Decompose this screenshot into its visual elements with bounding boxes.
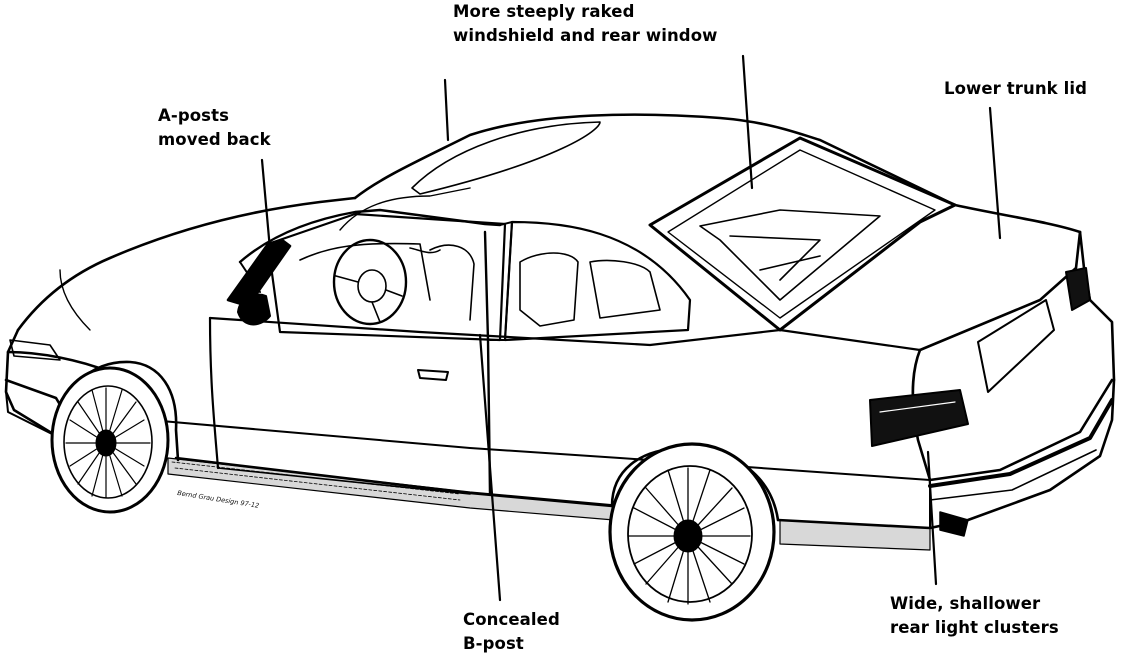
label-b-post-line-2: B-post xyxy=(463,634,524,653)
label-raked-line-1: More steeply raked xyxy=(453,2,635,21)
label-b-post-line-1: Concealed xyxy=(463,610,560,629)
label-raked-windshield: More steeply raked windshield and rear w… xyxy=(453,0,718,48)
label-a-posts-line-2: moved back xyxy=(158,130,271,149)
label-trunk-line-1: Lower trunk lid xyxy=(944,79,1088,98)
rear-wheel xyxy=(608,442,776,622)
leader-lines xyxy=(260,54,1002,602)
leader-rear-window xyxy=(741,54,754,190)
front-wheel xyxy=(50,366,170,514)
label-trunk-lid: Lower trunk lid xyxy=(944,77,1087,101)
label-lights-line-1: Wide, shallower xyxy=(890,594,1041,613)
leader-lights xyxy=(926,450,938,586)
label-rear-lights: Wide, shallower rear light clusters xyxy=(890,592,1059,640)
leader-windshield xyxy=(443,78,450,142)
label-lights-line-2: rear light clusters xyxy=(890,618,1059,637)
label-a-posts-line-1: A-posts xyxy=(158,106,229,125)
leader-trunk xyxy=(988,106,1002,240)
label-a-posts: A-posts moved back xyxy=(158,104,271,152)
leader-a-posts xyxy=(260,158,274,274)
car-interior xyxy=(299,209,881,327)
leader-b-post xyxy=(478,333,502,602)
label-raked-line-2: windshield and rear window xyxy=(453,26,718,45)
label-b-post: Concealed B-post xyxy=(463,608,560,656)
